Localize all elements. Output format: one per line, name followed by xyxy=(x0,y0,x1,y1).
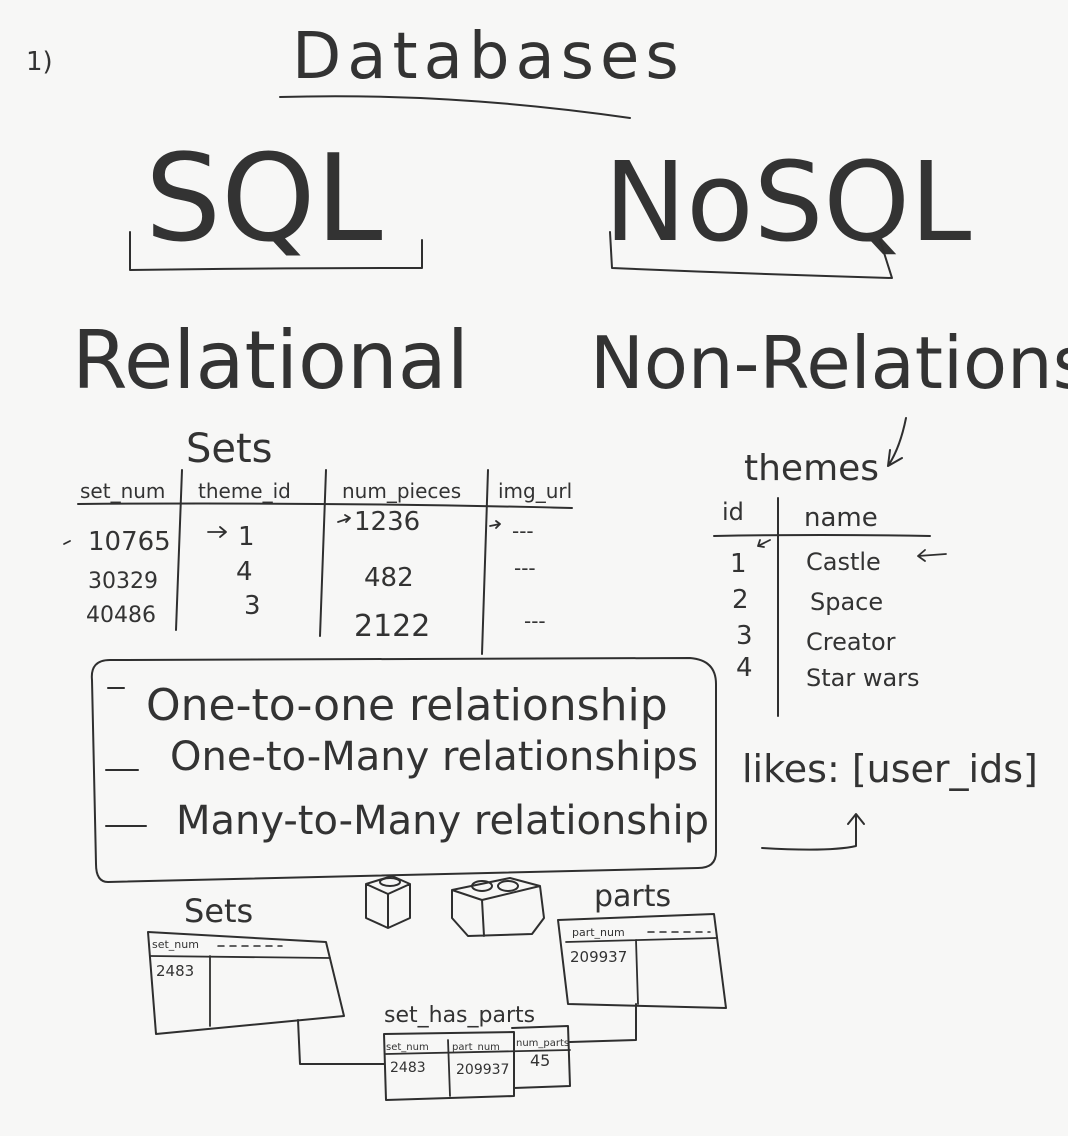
arrow-right-icon xyxy=(489,520,501,529)
column-header-num-pieces: num_pieces xyxy=(342,479,461,503)
sets-header-line xyxy=(77,502,573,509)
table-row: 40486 3 2122 --- xyxy=(86,591,546,644)
join-parts-column: part_num xyxy=(572,926,625,939)
arrow-left-icon xyxy=(757,539,771,548)
page-title: Databases xyxy=(292,20,685,94)
relationship-one-to-many: One-to-Many relationships xyxy=(170,734,698,780)
cell-id: 4 xyxy=(736,653,753,683)
join-sets-table: set_num 2483 xyxy=(147,931,345,1035)
relationship-many-to-many: Many-to-Many relationship xyxy=(176,798,709,844)
cell-theme-id: 3 xyxy=(244,591,261,621)
join-link-extra-column xyxy=(511,1025,571,1089)
lego-brick-1x1-icon xyxy=(365,875,411,929)
join-parts-border xyxy=(557,913,727,1009)
themes-header-line xyxy=(713,534,931,537)
column-header-theme-id: theme_id xyxy=(198,479,291,503)
cell-id: 1 xyxy=(730,549,747,579)
nosql-bracket xyxy=(609,231,893,279)
join-link-column: num_parts xyxy=(516,1038,569,1049)
sets-divider-1 xyxy=(175,469,183,631)
join-sets-header-line xyxy=(149,955,331,959)
cell-img-url: --- xyxy=(524,609,546,633)
column-header-id: id xyxy=(722,498,744,526)
likes-label: likes: [user_ids] xyxy=(742,747,1038,791)
arrow-up-icon xyxy=(761,813,865,851)
nosql-subtitle: Non-Relationship xyxy=(590,321,1068,405)
arrow-left-icon xyxy=(917,549,947,562)
relationship-one-to-one: One-to-one relationship xyxy=(146,680,668,731)
join-link-column: set_num xyxy=(386,1042,429,1053)
cell-theme-id: 1 xyxy=(238,522,255,552)
join-link-header-line xyxy=(385,1049,571,1055)
themes-table-title: themes xyxy=(744,448,879,489)
arrow-right-icon xyxy=(337,514,351,523)
join-parts-title: parts xyxy=(594,879,671,914)
join-sets-column: set_num xyxy=(152,938,199,951)
column-header-set-num: set_num xyxy=(80,479,165,503)
relationships-box-border xyxy=(90,657,717,883)
cell-theme-id: 4 xyxy=(236,557,253,587)
cell-img-url: --- xyxy=(514,556,536,580)
sets-table: set_num theme_id num_pieces img_url 1076… xyxy=(63,469,573,655)
sets-divider-3 xyxy=(481,469,489,655)
cell-name: Star wars xyxy=(806,664,920,692)
join-link-border xyxy=(383,1031,515,1101)
cell-set-num: 40486 xyxy=(86,603,156,628)
cell-id: 2 xyxy=(732,585,749,615)
cell-num-pieces: 2122 xyxy=(354,609,430,644)
sql-label: SQL xyxy=(145,130,383,269)
title-underline xyxy=(279,95,631,119)
join-link-value: 2483 xyxy=(390,1060,426,1076)
connector-sets-to-link xyxy=(297,1019,385,1065)
note-marker: 1) xyxy=(26,47,53,77)
column-header-name: name xyxy=(804,503,878,533)
connector-parts-to-link xyxy=(569,1003,637,1043)
arrow-down-icon xyxy=(887,417,907,467)
join-link-table-title: set_has_parts xyxy=(384,1003,535,1028)
cell-num-pieces: 482 xyxy=(364,563,414,593)
join-sets-border xyxy=(147,931,345,1035)
row-pointer-icon xyxy=(63,540,71,545)
table-row: 1 Castle xyxy=(730,548,881,579)
table-row: 4 Star wars xyxy=(736,653,920,692)
join-link-value: 209937 xyxy=(456,1062,509,1078)
sets-divider-2 xyxy=(319,469,327,637)
themes-table: id name 1 Castle 2 Space 3 Creator 4 Sta… xyxy=(713,497,947,717)
table-row: 30329 4 482 --- xyxy=(88,556,536,594)
join-sets-title: Sets xyxy=(184,892,253,930)
join-link-table: set_num part_num num_parts 2483 209937 4… xyxy=(383,1025,571,1101)
arrow-right-icon xyxy=(207,526,227,538)
join-sets-value: 2483 xyxy=(156,962,194,980)
nosql-label: NoSQL xyxy=(604,138,971,266)
cell-name: Space xyxy=(810,588,883,616)
table-row: 2 Space xyxy=(732,585,883,616)
relationships-box: One-to-one relationship One-to-Many rela… xyxy=(90,657,717,883)
sql-bracket xyxy=(129,231,423,271)
sets-table-title: Sets xyxy=(186,426,273,472)
cell-id: 3 xyxy=(736,621,753,651)
join-parts-value: 209937 xyxy=(570,948,627,966)
column-header-img-url: img_url xyxy=(498,479,572,503)
join-parts-table: part_num 209937 xyxy=(557,913,727,1009)
cell-img-url: --- xyxy=(512,519,534,543)
table-row: 10765 1 1236 --- xyxy=(88,507,534,557)
lego-brick-1x2-icon xyxy=(451,877,545,937)
cell-set-num: 30329 xyxy=(88,569,158,594)
join-parts-divider xyxy=(635,939,639,1005)
table-row: 3 Creator xyxy=(736,621,896,656)
join-link-divider xyxy=(447,1039,451,1097)
join-link-column: part_num xyxy=(452,1042,500,1053)
join-parts-header-line xyxy=(565,937,717,943)
cell-name: Creator xyxy=(806,628,896,656)
sql-subtitle: Relational xyxy=(72,314,469,407)
join-link-value: 45 xyxy=(530,1051,550,1070)
cell-set-num: 10765 xyxy=(88,527,171,557)
cell-name: Castle xyxy=(806,548,881,576)
cell-num-pieces: 1236 xyxy=(354,507,420,537)
